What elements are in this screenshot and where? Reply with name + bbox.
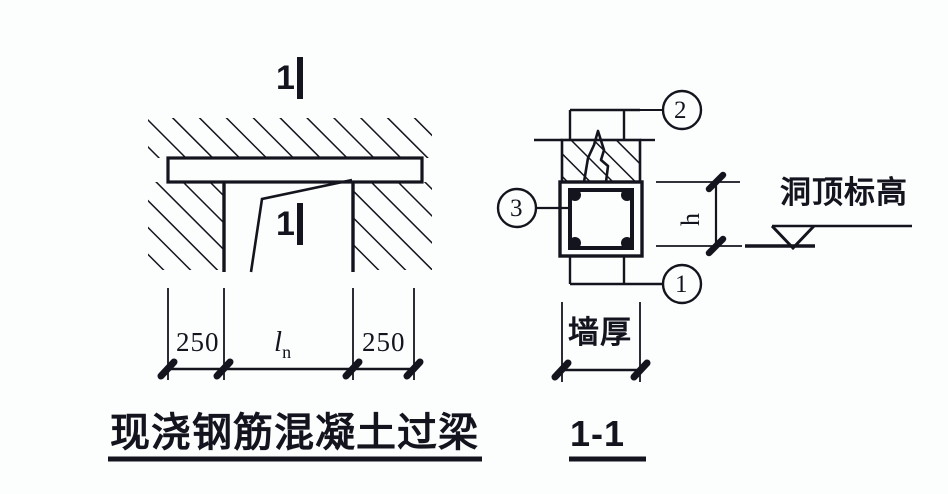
rebar-dot — [621, 189, 633, 201]
section-mark-label-top: 1 — [276, 59, 295, 97]
lintel-leader-line — [249, 178, 353, 273]
break-line — [582, 129, 610, 183]
ln-subscript: n — [282, 341, 292, 362]
rebar-group — [569, 189, 633, 249]
rebar-dot — [569, 189, 581, 201]
ln-base: l — [274, 326, 283, 358]
rebar-dot — [621, 237, 633, 249]
section-mark-label-opening: 1 — [276, 205, 295, 243]
callout-balloon-3 — [496, 187, 538, 229]
elevation-triangle — [770, 224, 816, 251]
elevation-view-title: 现浇钢筋混凝土过梁 — [110, 410, 479, 456]
stirrup — [568, 188, 634, 250]
wall-thk-tick-marks — [551, 359, 651, 381]
callout-label-2: 2 — [674, 97, 687, 124]
dimension-label-clear-span: ln — [274, 328, 291, 361]
elevation-view-group — [108, 57, 482, 462]
section-view-title: 1-1 — [570, 413, 626, 454]
opening-top-elevation-label: 洞顶标高 — [780, 175, 908, 211]
callout-balloon-1 — [661, 263, 703, 305]
rebar-dot — [569, 237, 581, 249]
callout-balloon-2 — [661, 89, 703, 131]
lintel-beam — [166, 156, 424, 184]
dim-tick-marks — [157, 358, 424, 380]
callout-label-1: 1 — [675, 271, 688, 298]
callout-label-3: 3 — [510, 195, 523, 222]
h-tick-marks — [705, 171, 727, 257]
beam-height-label: h — [676, 213, 705, 226]
dimension-label-left-bearing: 250 — [176, 327, 220, 357]
wall-thickness-label: 墙厚 — [568, 315, 632, 351]
dimension-label-right-bearing: 250 — [362, 327, 406, 357]
wall-hatch-above — [148, 118, 432, 158]
section-view-group — [496, 89, 912, 462]
